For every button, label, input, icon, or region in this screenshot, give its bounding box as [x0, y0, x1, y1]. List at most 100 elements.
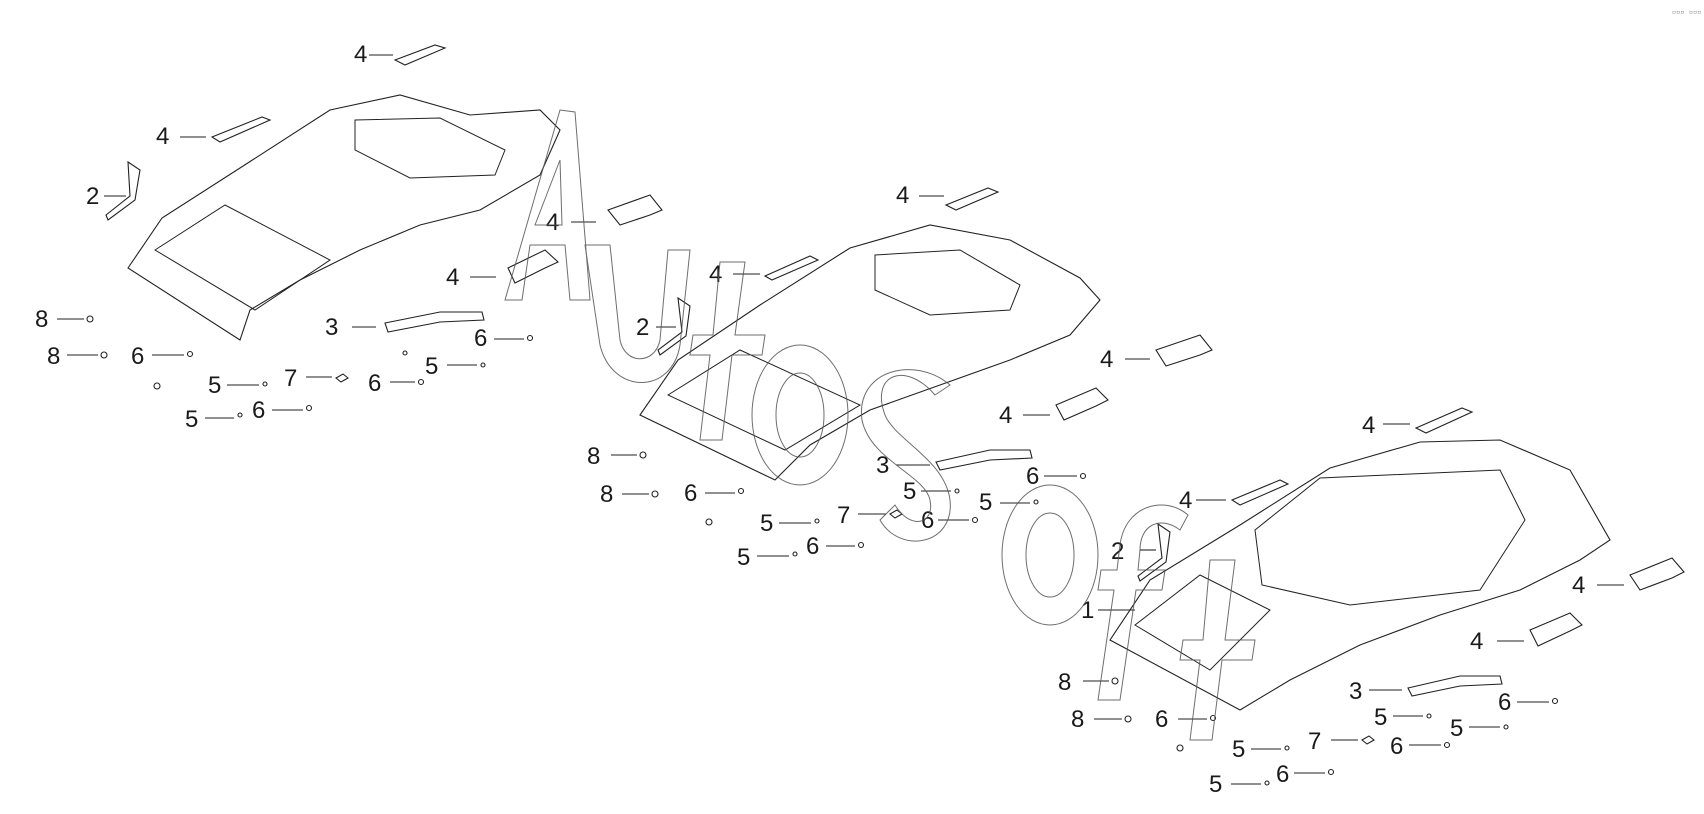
assembly-middle: 4 4 2 4 4 3 5 5 6 6 8 8 6 5 7 6 5 — [587, 182, 1213, 571]
callout-6-left-b: 6 — [368, 370, 381, 397]
callout-8-middle-b: 8 — [600, 481, 613, 508]
screw-5a-right[interactable] — [1426, 713, 1432, 719]
clip-extra-right[interactable] — [1176, 744, 1184, 752]
rear-panel-left — [154, 204, 331, 311]
screw-5b-left[interactable] — [237, 412, 243, 418]
screw-5d-middle[interactable] — [792, 551, 798, 557]
callout-8-left-b: 8 — [47, 343, 60, 370]
callout-3-middle: 3 — [876, 452, 889, 479]
clip-8b-right[interactable] — [1124, 715, 1132, 723]
pad-7-left[interactable] — [335, 373, 349, 383]
pad-7-right[interactable] — [1361, 735, 1375, 745]
callout-4-right-b: 4 — [1179, 487, 1192, 514]
grab-handle-4c-left[interactable] — [607, 194, 663, 226]
bracket-2-left[interactable] — [105, 160, 141, 221]
screw-5d-left[interactable] — [480, 362, 486, 368]
callout-5-right-c: 5 — [1232, 736, 1245, 763]
grab-handle-4a-right[interactable] — [1414, 407, 1474, 434]
callout-8-left-a: 8 — [35, 306, 48, 333]
fastener-6b-middle[interactable] — [971, 516, 979, 524]
fastener-6a-right[interactable] — [1551, 697, 1559, 705]
sunroof-opening-middle — [874, 249, 1021, 316]
watermark-autosoft — [504, 109, 1256, 741]
grab-handle-4d-middle[interactable] — [1055, 387, 1109, 421]
screw-5c-right[interactable] — [1284, 745, 1290, 751]
fastener-6d-left[interactable] — [526, 334, 534, 342]
bracket-2-right[interactable] — [1137, 522, 1171, 582]
grab-handle-4b-right[interactable] — [1230, 479, 1290, 506]
callout-6-right-d: 6 — [1276, 761, 1289, 788]
callout-8-middle-a: 8 — [587, 443, 600, 470]
callout-4-middle-c: 4 — [1100, 346, 1113, 373]
screw-5a-left[interactable] — [262, 381, 268, 387]
screw-5c-middle[interactable] — [814, 518, 820, 524]
callout-2-left: 2 — [86, 183, 99, 210]
trim-strip-3-right[interactable] — [1407, 675, 1503, 697]
callout-8-right-b: 8 — [1071, 706, 1084, 733]
fastener-6a-left[interactable] — [186, 350, 194, 358]
callout-6-right-c: 6 — [1155, 706, 1168, 733]
headliner-panel-middle[interactable] — [639, 224, 1101, 481]
callout-6-middle-a: 6 — [1026, 463, 1039, 490]
screw-5b-right[interactable] — [1503, 724, 1509, 730]
callout-6-middle-c: 6 — [684, 480, 697, 507]
callout-6-left-a: 6 — [131, 343, 144, 370]
corner-mark: ▫▫▫ ▫▫▫ — [1672, 8, 1702, 16]
clip-8a-right[interactable] — [1111, 677, 1119, 685]
fastener-6b-right[interactable] — [1443, 741, 1451, 749]
callout-7-left: 7 — [284, 365, 297, 392]
callout-4-middle-d: 4 — [999, 402, 1012, 429]
grab-handle-4c-right[interactable] — [1629, 557, 1685, 591]
fastener-6c-middle[interactable] — [737, 487, 745, 495]
callout-6-right-a: 6 — [1498, 689, 1511, 716]
clip-extra-middle[interactable] — [705, 518, 713, 526]
fastener-6b-left[interactable] — [305, 404, 313, 412]
screw-5d-right[interactable] — [1264, 780, 1270, 786]
callout-4-left-b: 4 — [156, 123, 169, 150]
clip-8a-middle[interactable] — [639, 451, 647, 459]
grab-handle-4a-left[interactable] — [393, 44, 447, 66]
grab-handle-4b-middle[interactable] — [763, 255, 820, 281]
screw-5c-left[interactable] — [402, 350, 408, 356]
headliner-panel-right[interactable] — [1109, 439, 1611, 711]
callout-5-right-d: 5 — [1209, 771, 1222, 798]
pad-7-middle[interactable] — [889, 509, 903, 519]
grab-handle-4d-right[interactable] — [1529, 612, 1583, 647]
callout-6-middle-d: 6 — [806, 533, 819, 560]
fastener-6c-left[interactable] — [417, 378, 425, 386]
grab-handle-4b-left[interactable] — [210, 116, 272, 143]
callout-5-middle-a: 5 — [903, 478, 916, 505]
grab-handle-4a-middle[interactable] — [944, 187, 1000, 211]
callout-4-right-c: 4 — [1572, 572, 1585, 599]
callout-1-right: 1 — [1081, 597, 1094, 624]
fastener-6d-right[interactable] — [1327, 768, 1335, 776]
grab-handle-4d-left[interactable] — [507, 249, 559, 284]
callout-4-left-c: 4 — [546, 209, 559, 236]
trim-strip-3-middle[interactable] — [935, 449, 1033, 471]
rear-panel-middle — [666, 349, 862, 451]
headliner-panel-left[interactable] — [127, 94, 561, 341]
rear-panel-right — [1134, 574, 1271, 671]
callout-4-left-d: 4 — [446, 264, 459, 291]
callout-6-right-b: 6 — [1390, 733, 1403, 760]
fastener-6a-middle[interactable] — [1079, 472, 1087, 480]
fastener-6d-middle[interactable] — [857, 541, 865, 549]
callout-5-left-b: 5 — [185, 406, 198, 433]
callout-4-middle-a: 4 — [896, 182, 909, 209]
callout-5-middle-d: 5 — [737, 544, 750, 571]
screw-5a-middle[interactable] — [954, 488, 960, 494]
bracket-2-middle[interactable] — [657, 296, 691, 356]
callout-2-middle: 2 — [636, 314, 649, 341]
callout-5-left-a: 5 — [208, 372, 221, 399]
callout-6-left-c: 6 — [252, 397, 265, 424]
clip-8b-left[interactable] — [100, 351, 108, 359]
screw-5b-middle[interactable] — [1033, 499, 1039, 505]
callout-4-right-a: 4 — [1362, 412, 1375, 439]
trim-strip-3-left[interactable] — [384, 311, 485, 333]
clip-8b-middle[interactable] — [651, 490, 659, 498]
clip-8a-left[interactable] — [86, 315, 94, 323]
callout-3-left: 3 — [325, 314, 338, 341]
grab-handle-4c-middle[interactable] — [1155, 334, 1213, 367]
clip-extra-left[interactable] — [153, 382, 161, 390]
callout-8-right-a: 8 — [1058, 669, 1071, 696]
